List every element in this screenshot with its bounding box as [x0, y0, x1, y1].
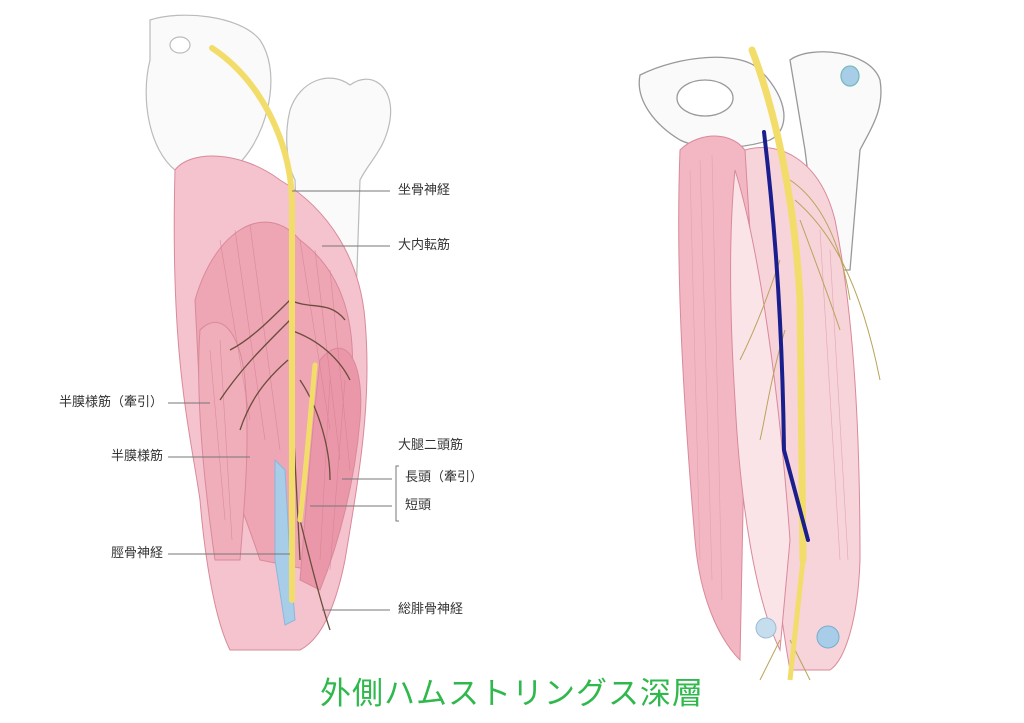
right-pelvis-bone: [638, 51, 882, 271]
label-sciatic-nerve: 坐骨神経: [398, 183, 451, 198]
label-adductor-magnus: 大内転筋: [398, 238, 451, 253]
right-vessel-circle: [755, 617, 777, 639]
page-title: 外側ハムストリングス深層: [320, 676, 704, 712]
right-blood-vessel-line: [762, 130, 810, 542]
label-common-peroneal-nerve: 総腓骨神経: [398, 602, 464, 617]
label-tibial-nerve: 脛骨神経: [110, 546, 163, 561]
label-short-head: 短頭: [405, 498, 432, 513]
label-semimembranosus-retracted: 半膜様筋（牽引）: [58, 395, 163, 410]
left-sciatic-nerve: [209, 45, 295, 603]
label-semimembranosus: 半膜様筋: [110, 449, 163, 464]
left-common-peroneal-nerve: [297, 362, 318, 523]
right-sciatic-nerve: [748, 46, 807, 564]
right-muscle-fibers: [689, 154, 849, 601]
left-muscle-fibers: [209, 224, 351, 571]
right-sciatic-nerve-lower: [787, 559, 806, 681]
label-long-head-retracted: 長頭（牽引）: [405, 470, 484, 485]
right-hamstring-muscles: [678, 135, 861, 671]
right-vessel-circle: [816, 625, 840, 649]
leader-lines: [168, 190, 399, 611]
label-biceps-femoris: 大腿二頭筋: [398, 438, 464, 453]
right-nerve-branches: [739, 179, 881, 681]
left-nerve-branches: [219, 299, 351, 631]
